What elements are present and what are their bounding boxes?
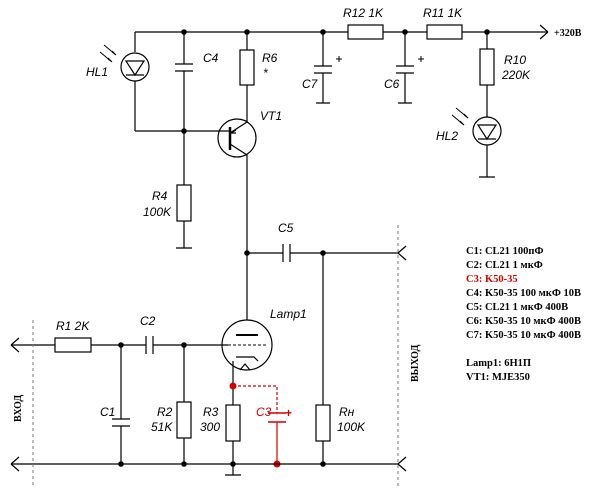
label-r10-name: R10 (504, 53, 526, 67)
resistor-r3 (225, 404, 241, 442)
resistor-r4 (176, 184, 192, 222)
label-rn-name: Rн (339, 405, 355, 419)
resistor-r6 (239, 49, 255, 86)
label-r6: R6 (262, 51, 278, 65)
supply-terminal (539, 24, 549, 40)
label-r3-value: 300 (200, 420, 220, 434)
list-item-vt1: VT1: MJE350 (466, 372, 530, 383)
output-terminal-top (397, 245, 407, 261)
label-rn-value: 100K (337, 420, 366, 434)
capacitor-c1 (112, 345, 130, 464)
capacitor-c2 (145, 336, 154, 354)
list-item-c1: C1: CL21 100пФ (466, 246, 543, 257)
label-lamp1: Lamp1 (270, 307, 307, 321)
label-c6: C6 (384, 77, 400, 91)
list-item-lamp1: Lamp1: 6Н1П (466, 358, 531, 369)
resistor-r12 (347, 24, 384, 40)
label-input: ВХОД (13, 395, 24, 422)
resistor-r10 (479, 48, 495, 86)
output-terminal-bottom (397, 456, 407, 472)
label-c2: C2 (140, 314, 156, 328)
capacitor-c4 (175, 32, 193, 131)
resistor-r2 (176, 401, 192, 439)
list-item-c3: C3: K50-35 (466, 274, 518, 285)
list-item-c2: C2: CL21 1 мкФ (466, 260, 543, 271)
transistor-vt1 (184, 113, 257, 240)
label-r2-value: 51K (151, 420, 173, 434)
input-terminal-top (10, 337, 20, 353)
label-c3: C3 (256, 405, 272, 419)
label-hl1: HL1 (86, 65, 108, 79)
label-vt1: VT1 (260, 109, 282, 123)
resistor-r11 (426, 24, 463, 40)
label-c3-plus: + (285, 406, 292, 420)
label-hl2: HL2 (436, 129, 458, 143)
list-item-c6: C6: K50-35 10 мкФ 400В (466, 316, 581, 327)
capacitor-c5 (282, 244, 291, 262)
label-r6-mark: * (263, 66, 268, 80)
label-r4-value: 100K (143, 205, 172, 219)
label-r11: R11 1K (423, 6, 463, 20)
label-output: ВЫХОД (410, 345, 421, 382)
label-c4: C4 (203, 51, 219, 65)
label-c5: C5 (278, 221, 294, 235)
label-supply: +320В (554, 28, 582, 39)
resistor-r1 (54, 337, 92, 353)
label-r4-name: R4 (152, 189, 168, 203)
capacitor-c7 (314, 32, 342, 104)
list-item-c5: C5: CL21 1 мкФ 400В (466, 302, 568, 313)
label-c7: C7 (302, 77, 319, 91)
label-r12: R12 1K (343, 6, 384, 20)
component-list: C1: CL21 100пФ C2: CL21 1 мкФ C3: K50-35… (466, 246, 581, 383)
capacitor-c3 (233, 385, 286, 464)
capacitor-c6 (396, 32, 424, 104)
label-r10-value: 220K (501, 68, 531, 82)
label-r3-name: R3 (203, 405, 219, 419)
tube-lamp1 (221, 319, 273, 371)
led-hl1 (99, 32, 150, 131)
list-item-c7: C7: K50-35 10 мкФ 400В (466, 330, 581, 341)
resistor-rn (315, 404, 331, 442)
label-r1: R1 2K (56, 319, 90, 333)
input-terminal-bottom (10, 456, 20, 472)
led-hl2 (451, 85, 502, 178)
label-r2-name: R2 (157, 405, 173, 419)
list-item-c4: C4: K50-35 100 мкФ 10В (466, 288, 581, 299)
label-c1: C1 (100, 405, 115, 419)
